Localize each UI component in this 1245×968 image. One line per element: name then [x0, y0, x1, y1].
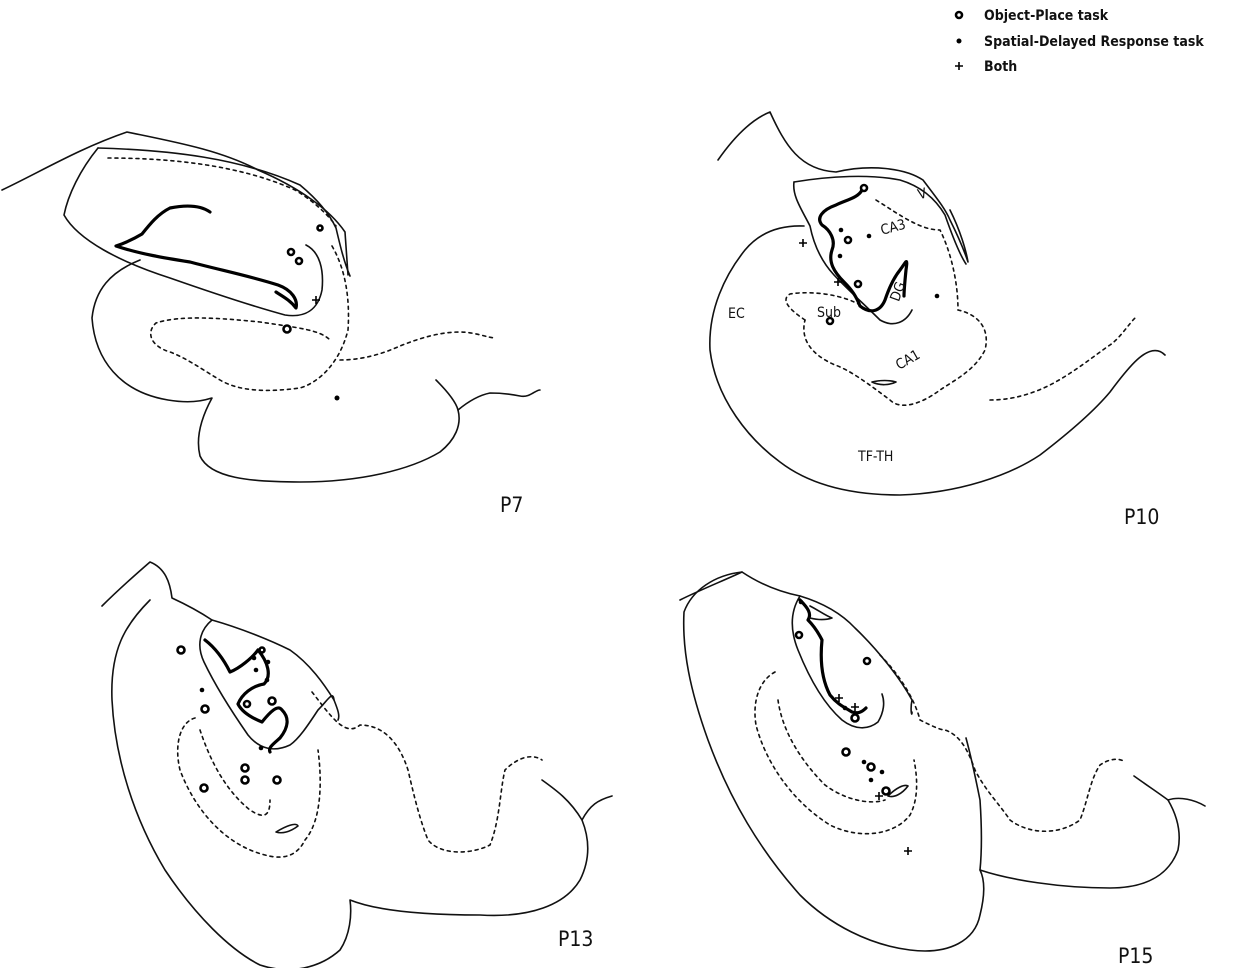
- panel-p7: P7: [2, 132, 540, 517]
- p15-lesion: [800, 600, 866, 713]
- region-label-ca3: CA3: [879, 217, 908, 239]
- panel-p13: P13: [102, 562, 612, 968]
- legend-item-both: Both: [984, 59, 1017, 75]
- p13-spatial-delayed-marker: [266, 660, 271, 665]
- p13-object-place-marker: [269, 698, 276, 705]
- p7-dotted-mid: [151, 246, 349, 390]
- panel-label-p10: P10: [1124, 505, 1159, 529]
- p13-spatial-delayed-marker: [200, 688, 205, 693]
- p13-object-place-marker: [244, 701, 250, 707]
- p15-both-marker: [851, 703, 859, 711]
- p7-both-marker: [312, 296, 320, 304]
- legend-ring-marker: [956, 12, 962, 18]
- legend-item-object-place: Object-Place task: [984, 8, 1109, 24]
- p10-spatial-delayed-marker: [935, 294, 940, 299]
- p13-dotted-inner: [178, 718, 320, 857]
- panel-p10: V CA3 DG EC Sub CA1 TF-TH P10: [710, 112, 1165, 529]
- panel-label-p13: P13: [558, 927, 593, 951]
- p13-object-place-marker: [242, 777, 249, 784]
- p7-hippocampus-outline: [64, 148, 322, 316]
- p10-object-place-marker: [855, 281, 861, 287]
- p13-dotted-core: [200, 730, 270, 815]
- p15-spatial-delayed-marker: [869, 778, 874, 783]
- p13-object-place-marker: [260, 648, 265, 653]
- p10-ventral-outline: [710, 226, 1165, 495]
- p13-small-slit: [276, 824, 298, 832]
- p7-object-place-marker: [318, 226, 323, 231]
- p15-object-place-marker: [868, 764, 875, 771]
- legend-plus-marker: [955, 62, 963, 70]
- p13-spatial-delayed-marker: [254, 668, 259, 673]
- p13-spatial-delayed-marker: [259, 746, 264, 751]
- p15-spatial-delayed-marker: [862, 760, 867, 765]
- p13-object-place-marker: [274, 777, 281, 784]
- p13-spatial-delayed-marker: [252, 656, 257, 661]
- panel-p15: P15: [680, 572, 1205, 968]
- p15-notch-line: [1134, 776, 1168, 800]
- p15-markers: [796, 600, 912, 855]
- p13-object-place-marker: [242, 765, 249, 772]
- p7-markers: [284, 226, 340, 401]
- p15-object-place-marker: [883, 788, 890, 795]
- p10-spatial-delayed-marker: [839, 228, 844, 233]
- p7-lesion: [116, 206, 296, 308]
- p15-spatial-delayed-marker: [799, 600, 804, 605]
- legend: Object-Place task Spatial-Delayed Respon…: [955, 8, 1204, 75]
- p7-notch-line: [436, 380, 458, 410]
- p10-spatial-delayed-marker: [867, 234, 872, 239]
- p7-object-place-marker: [288, 249, 294, 255]
- p10-both-marker: [799, 239, 807, 247]
- p15-small-slit: [888, 785, 908, 796]
- p10-object-place-marker: [861, 185, 867, 191]
- p13-surface-line: [102, 562, 339, 720]
- p7-upper-lobe: [98, 148, 350, 276]
- p10-hippocampus-outline: [794, 182, 912, 324]
- p7-object-place-marker: [296, 258, 302, 264]
- p15-dotted-inner: [755, 672, 917, 834]
- p13-object-place-marker: [178, 647, 185, 654]
- p15-object-place-marker: [796, 632, 802, 638]
- p13-object-place-marker: [201, 785, 208, 792]
- p13-spatial-delayed-marker: [265, 678, 270, 683]
- p15-dotted-core: [778, 700, 885, 802]
- p15-both-marker: [904, 847, 912, 855]
- p15-inner-fold: [966, 738, 982, 870]
- p7-spatial-delayed-marker: [335, 396, 340, 401]
- p15-object-place-marker: [852, 715, 859, 722]
- p13-object-place-marker: [202, 706, 209, 713]
- p15-ventral-outline: [684, 572, 1205, 951]
- p7-dotted-tail: [340, 332, 496, 360]
- p10-object-place-marker: [845, 237, 851, 243]
- panel-label-p7: P7: [500, 493, 523, 517]
- p13-lesion: [205, 640, 287, 752]
- p7-object-place-marker: [284, 326, 291, 333]
- region-label-tf-th: TF-TH: [857, 449, 893, 465]
- p13-notch-line: [542, 780, 582, 820]
- legend-dot-marker: [957, 39, 962, 44]
- region-label-sub: Sub: [817, 305, 841, 321]
- p15-spatial-delayed-marker: [843, 706, 848, 711]
- p13-ventral-outline: [112, 600, 612, 968]
- region-label-ec: EC: [728, 306, 745, 322]
- p7-ventral-outline: [92, 260, 540, 482]
- p15-object-place-marker: [864, 658, 870, 664]
- p10-small-slit: [872, 381, 896, 385]
- panel-label-p15: P15: [1118, 944, 1153, 968]
- p15-object-place-marker: [843, 749, 850, 756]
- p13-dotted-outer: [312, 692, 542, 852]
- p15-dotted-outer: [880, 655, 1125, 831]
- p10-spatial-delayed-marker: [838, 254, 843, 259]
- p15-spatial-delayed-marker: [880, 770, 885, 775]
- legend-item-spatial-delayed: Spatial-Delayed Response task: [984, 34, 1204, 50]
- region-label-ca1: CA1: [893, 347, 923, 374]
